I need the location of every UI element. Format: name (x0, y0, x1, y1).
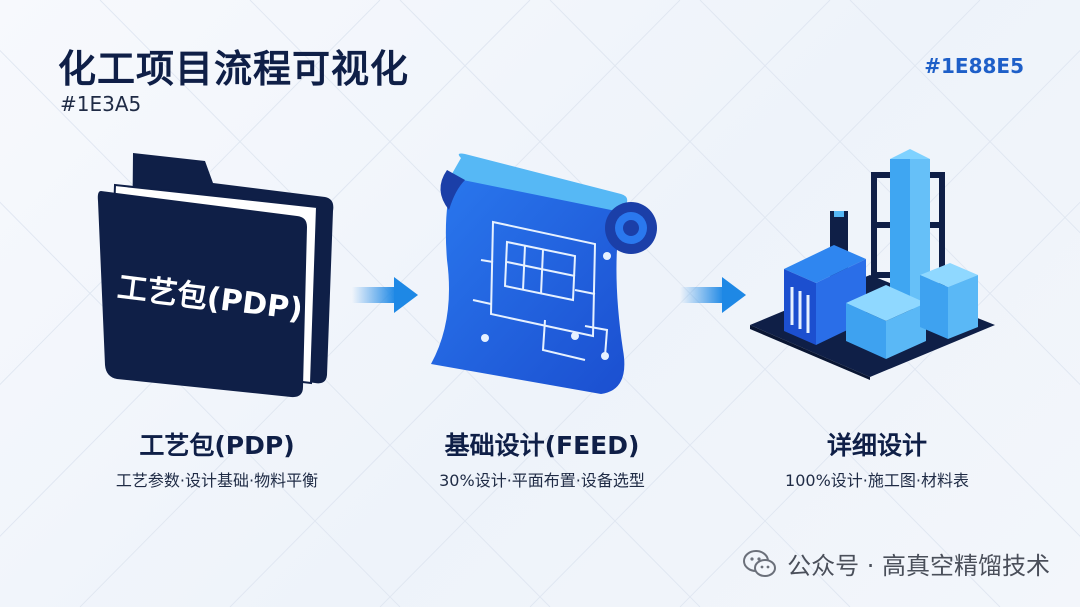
watermark: 公众号 · 高真空精馏技术 (743, 546, 1050, 581)
folder-icon (95, 145, 340, 400)
subtitle-code: #1E3A5 (60, 92, 142, 116)
stage-title-feed: 基础设计(FEED) (444, 431, 640, 460)
arrow-right-icon (680, 277, 746, 313)
watermark-text: 公众号 · 高真空精馏技术 (787, 552, 1050, 580)
stage-desc-feed: 30%设计·平面布置·设备选型 (439, 471, 645, 490)
stage-title-detailed: 详细设计 (826, 431, 927, 460)
stage-title-pdp: 工艺包(PDP) (139, 431, 295, 460)
page-title: 化工项目流程可视化 (58, 47, 410, 91)
blueprint-scroll-icon (425, 150, 660, 400)
stage-desc-detailed: 100%设计·施工图·材料表 (785, 471, 969, 490)
wechat-icon (743, 549, 777, 577)
arrow-right-icon (352, 277, 418, 313)
isometric-plant-icon (750, 145, 1000, 380)
stage-desc-pdp: 工艺参数·设计基础·物料平衡 (115, 471, 319, 490)
accent-color-code: #1E88E5 (924, 54, 1024, 78)
